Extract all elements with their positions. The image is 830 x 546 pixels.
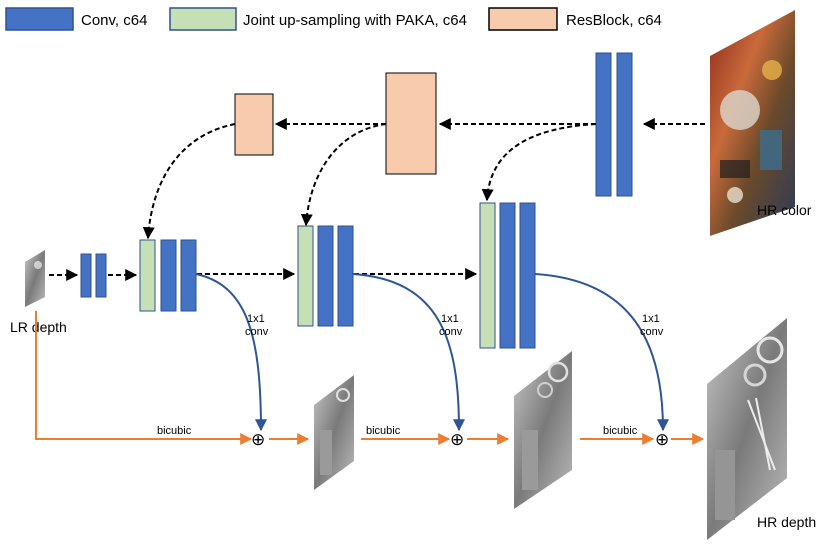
- sum-symbol-1: ⊕: [251, 430, 265, 449]
- bicubic-label-3: bicubic: [603, 425, 638, 437]
- conv1x1-label-1b: conv: [245, 326, 269, 338]
- arrow-guidance-stage2: [300, 123, 387, 227]
- hr-color-label: HR color: [757, 202, 812, 218]
- bicubic-label-2: bicubic: [366, 425, 401, 437]
- resblock-small: [234, 93, 274, 156]
- bicubic-label-1: bicubic: [157, 425, 192, 437]
- stage1-conv-block-1: [160, 239, 177, 312]
- stage2-conv-block-1: [317, 225, 334, 327]
- hr-depth-image: [707, 318, 787, 540]
- arrow-guidance-stage3: [481, 123, 597, 202]
- resblock-large: [385, 72, 437, 175]
- legend-conv-swatch: [5, 7, 74, 31]
- residual-curve-1: [195, 273, 267, 432]
- stage1-conv-block-2: [180, 239, 197, 312]
- arrow-guidance-stage1: [142, 123, 236, 240]
- depth-output-1-image: [314, 375, 354, 490]
- sum-symbol-3: ⊕: [655, 430, 669, 449]
- hr-depth-label: HR depth: [757, 514, 816, 530]
- residual-curve-3: [534, 273, 669, 432]
- color-conv-block-2: [616, 52, 633, 197]
- legend-joint-label: Joint up-sampling with PAKA, c64: [243, 12, 467, 29]
- lr-depth-image: [25, 250, 45, 307]
- conv1x1-label-1a: 1x1: [247, 313, 265, 325]
- residual-curve-2: [352, 273, 465, 432]
- lr-depth-label: LR depth: [10, 319, 67, 335]
- conv1x1-label-3b: conv: [640, 326, 664, 338]
- color-conv-block-1: [595, 52, 612, 197]
- initial-conv-block-1: [80, 253, 92, 298]
- legend-joint-swatch: [169, 7, 237, 31]
- stage3-conv-block-1: [499, 202, 516, 349]
- conv1x1-label-2b: conv: [439, 326, 463, 338]
- legend-resblock-label: ResBlock, c64: [566, 12, 662, 29]
- sum-symbol-2: ⊕: [450, 430, 464, 449]
- stage3-joint-block: [479, 202, 496, 349]
- legend-resblock-swatch: [488, 7, 558, 31]
- stage2-conv-block-2: [337, 225, 354, 327]
- stage3-conv-block-2: [519, 202, 536, 349]
- legend-conv-label: Conv, c64: [81, 12, 147, 29]
- depth-output-2-image: [514, 351, 572, 509]
- conv1x1-label-2a: 1x1: [441, 313, 459, 325]
- hr-color-image: [710, 10, 795, 236]
- initial-conv-block-2: [95, 253, 107, 298]
- stage2-joint-block: [297, 225, 314, 327]
- bicubic-path-1: [35, 311, 253, 445]
- stage1-joint-block: [139, 239, 156, 312]
- conv1x1-label-3a: 1x1: [642, 313, 660, 325]
